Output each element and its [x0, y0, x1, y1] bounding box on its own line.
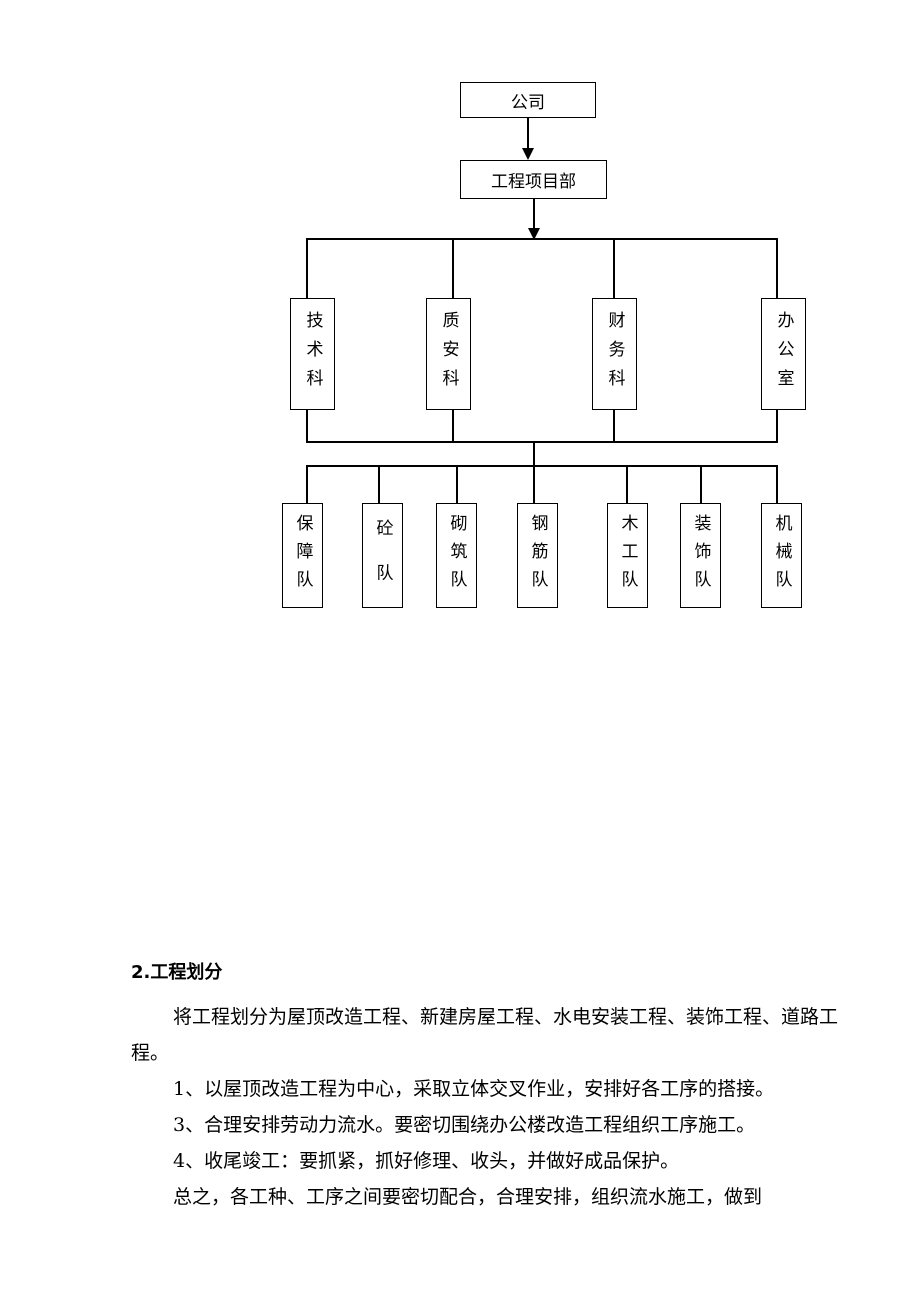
- department-box: 财务科: [592, 298, 637, 410]
- team-label: 机械队: [771, 513, 792, 598]
- connector: [456, 465, 458, 505]
- paragraph: 4、收尾竣工：要抓紧，抓好修理、收头，并做好成品保护。: [173, 1150, 680, 1172]
- arrow-down-icon: [522, 148, 534, 160]
- team-label: 砼 队: [372, 519, 393, 592]
- team-box: 砼 队: [362, 503, 403, 608]
- team-box: 保障队: [282, 503, 323, 608]
- connector: [533, 199, 535, 230]
- department-label: 办公室: [773, 310, 794, 398]
- department-box: 质安科: [426, 298, 471, 410]
- paragraph: 3、合理安排劳动力流水。要密切围绕办公楼改造工程组织工序施工。: [173, 1114, 756, 1136]
- team-box: 钢筋队: [517, 503, 558, 608]
- team-label: 木工队: [617, 513, 638, 598]
- connector: [533, 441, 535, 467]
- department-label: 技术科: [302, 310, 323, 398]
- department-box: 办公室: [761, 298, 806, 410]
- paragraph: 将工程划分为屋顶改造工程、新建房屋工程、水电安装工程、装饰工程、道路工程。: [131, 1006, 839, 1064]
- team-label: 保障队: [292, 513, 313, 598]
- connector: [378, 465, 380, 505]
- team-label: 砌筑队: [446, 513, 467, 598]
- connector: [626, 465, 628, 505]
- branch-line: [306, 465, 778, 467]
- department-box: 技术科: [290, 298, 335, 410]
- project-dept-box: 工程项目部: [460, 160, 607, 199]
- paragraph: 总之，各工种、工序之间要密切配合，合理安排，组织流水施工，做到: [173, 1186, 763, 1208]
- connector: [700, 465, 702, 505]
- merge-line: [306, 441, 778, 443]
- connector: [527, 118, 529, 154]
- org-chart: 公司 工程项目部 技术科 质安科 财务科 办公室 保障队 砼 队 砌筑队 钢筋队…: [0, 0, 920, 640]
- branch-line: [306, 238, 778, 240]
- department-label: 质安科: [438, 310, 459, 398]
- company-box: 公司: [460, 82, 596, 118]
- team-box: 装饰队: [680, 503, 721, 608]
- paragraph: 1、以屋顶改造工程为中心，采取立体交叉作业，安排好各工序的搭接。: [173, 1078, 775, 1100]
- connector: [533, 465, 535, 505]
- team-label: 钢筋队: [527, 513, 548, 598]
- team-box: 砌筑队: [436, 503, 477, 608]
- company-label: 公司: [511, 92, 545, 113]
- project-dept-label: 工程项目部: [491, 172, 576, 192]
- team-box: 木工队: [607, 503, 648, 608]
- connector: [776, 465, 778, 505]
- department-label: 财务科: [604, 310, 625, 398]
- team-label: 装饰队: [690, 513, 711, 598]
- arrow-down-icon: [528, 228, 540, 240]
- section-heading: 2.工程划分: [131, 962, 223, 983]
- connector: [306, 465, 308, 505]
- team-box: 机械队: [761, 503, 802, 608]
